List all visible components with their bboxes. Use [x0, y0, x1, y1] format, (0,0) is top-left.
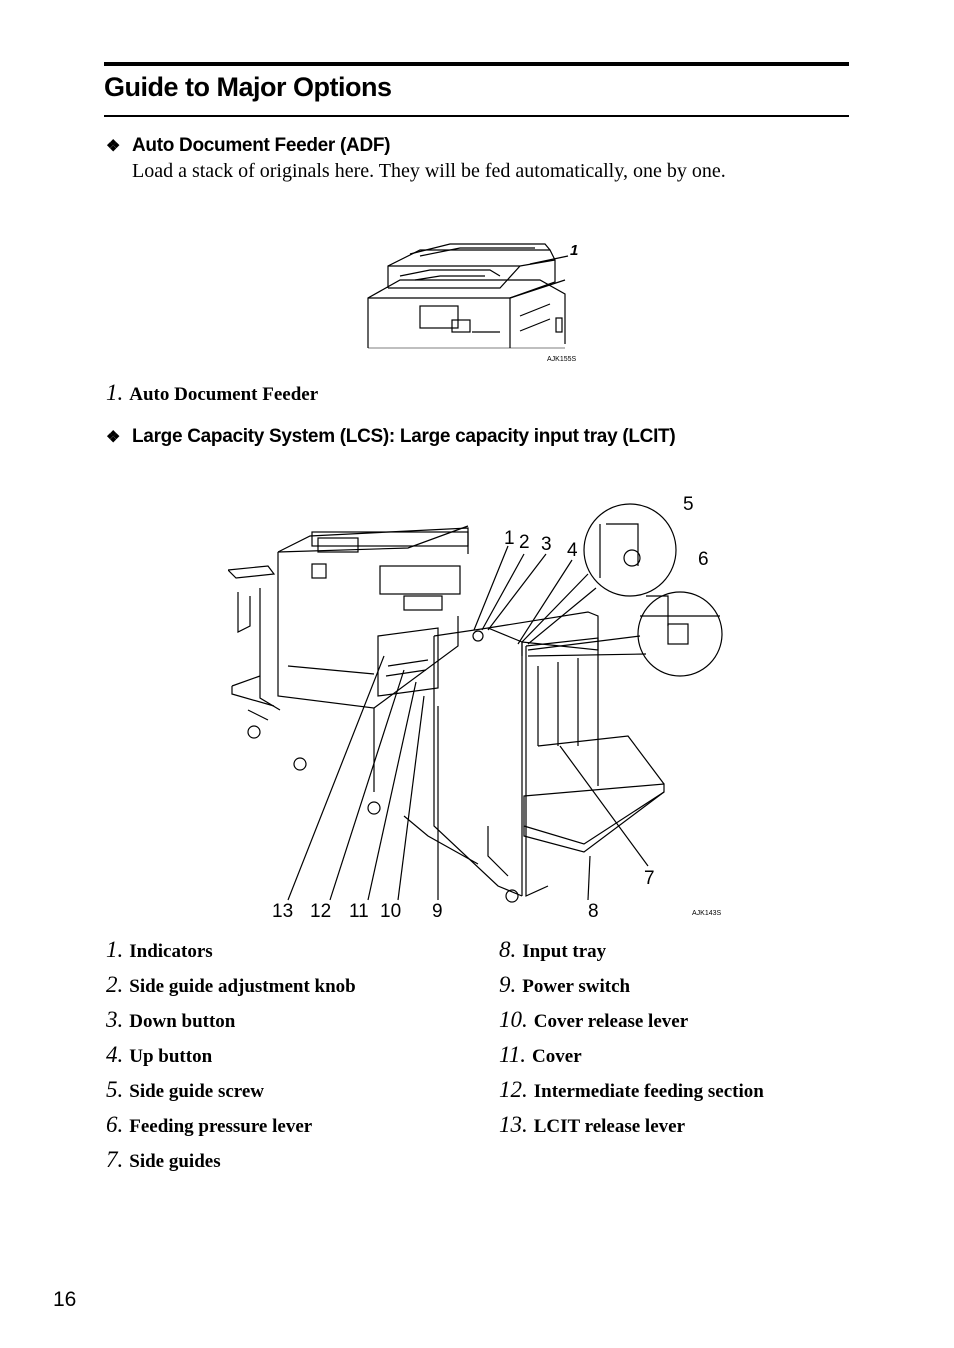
title-rule	[104, 115, 849, 117]
lcs-callout-2: 2	[519, 532, 530, 553]
lcs-item-2: 2.Side guide adjustment knob	[106, 972, 356, 997]
lcs-callout-11: 11	[349, 901, 369, 922]
lcs-item-9: 9.Power switch	[499, 972, 631, 997]
adf-heading: ❖Auto Document Feeder (ADF)	[106, 135, 391, 156]
top-rule	[104, 62, 849, 66]
lcs-item-3: 3.Down button	[106, 1007, 236, 1032]
page-number: 16	[53, 1288, 77, 1311]
lcs-callout-3: 3	[541, 534, 552, 555]
lcs-item-13: 13.LCIT release lever	[499, 1112, 686, 1137]
page-title: Guide to Major Options	[104, 72, 392, 102]
lcs-callout-8: 8	[588, 901, 599, 922]
adf-figure-code: AJK155S	[547, 356, 577, 363]
adf-callout-1: 1	[570, 242, 579, 259]
lcs-item-7: 7.Side guides	[106, 1147, 221, 1172]
lcs-callout-4: 4	[567, 540, 578, 561]
lcs-callout-9: 9	[432, 901, 443, 922]
lcs-item-12: 12.Intermediate feeding section	[499, 1077, 764, 1102]
lcs-callout-10: 10	[380, 901, 402, 922]
lcs-item-5: 5.Side guide screw	[106, 1077, 265, 1102]
lcs-item-6: 6.Feeding pressure lever	[106, 1112, 313, 1137]
lcs-callout-13: 13	[272, 901, 294, 922]
lcs-figure-code: AJK143S	[692, 910, 722, 917]
lcs-figure: 1 2 3 4 5 6 7 8 9 10 11 12 13 AJK143S	[228, 494, 728, 926]
lcs-item-4: 4.Up button	[106, 1042, 213, 1067]
lcs-callout-7: 7	[644, 868, 655, 889]
lcs-callout-6: 6	[698, 549, 709, 570]
lcs-callout-5: 5	[683, 494, 694, 515]
lcs-item-10: 10.Cover release lever	[499, 1007, 689, 1032]
diamond-bullet-icon: ❖	[106, 138, 121, 155]
lcs-item-8: 8.Input tray	[499, 937, 607, 962]
adf-figure: 1 AJK155S	[360, 236, 590, 366]
adf-item-1: 1.Auto Document Feeder	[106, 380, 319, 405]
lcs-callout-1: 1	[504, 528, 515, 549]
lcs-item-1: 1.Indicators	[106, 937, 213, 962]
lcs-item-11: 11.Cover	[499, 1042, 582, 1067]
adf-description: Load a stack of originals here. They wil…	[132, 160, 726, 182]
lcs-callout-12: 12	[310, 901, 332, 922]
diamond-bullet-icon: ❖	[106, 429, 121, 446]
lcs-heading: ❖Large Capacity System (LCS): Large capa…	[106, 426, 676, 447]
